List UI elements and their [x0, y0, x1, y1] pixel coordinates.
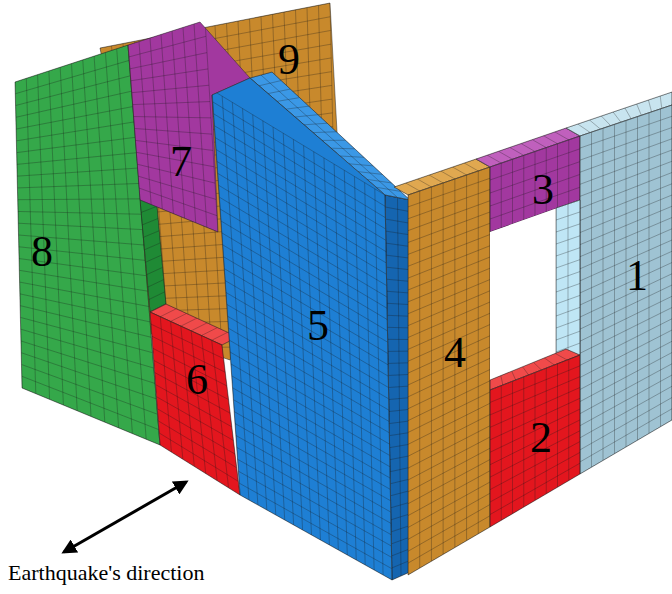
mesh-region: [140, 194, 166, 312]
region-outline: [408, 167, 490, 575]
callout-number: 3: [532, 168, 554, 212]
mesh-lines: [150, 312, 240, 495]
mesh-lines: [140, 194, 166, 312]
callout-number: 1: [626, 254, 648, 298]
callout-number: 4: [444, 331, 466, 375]
mesh-lines: [212, 90, 392, 580]
region-fill: [212, 78, 392, 580]
callout-number: 9: [278, 38, 300, 82]
region-outline: [490, 355, 580, 527]
earthquake-arrow: [64, 482, 186, 552]
callout-number: 7: [170, 140, 192, 184]
mesh-region: [150, 312, 240, 495]
mesh-region: [490, 355, 580, 527]
region-fill: [490, 355, 580, 527]
callout-number: 6: [186, 358, 208, 402]
mesh-region: [580, 105, 672, 474]
callout-number: 8: [31, 230, 53, 274]
region-outline: [556, 200, 580, 364]
region-fill: [556, 200, 580, 364]
mesh-lines: [580, 105, 672, 474]
region-outline: [140, 194, 166, 312]
callout-number: 5: [307, 304, 329, 348]
region-fill: [580, 105, 672, 474]
region-outline: [150, 312, 240, 495]
mesh-region: [212, 78, 392, 580]
mesh-lines: [408, 167, 490, 575]
mesh-region: [408, 167, 490, 575]
mesh-region: [556, 200, 580, 364]
caption-label: Earthquake's direction: [8, 562, 204, 584]
mesh-lines: [490, 355, 580, 527]
region-fill: [408, 167, 490, 575]
region-outline: [212, 78, 392, 580]
region-fill: [150, 312, 240, 495]
callout-number: 2: [530, 416, 552, 460]
mesh-lines: [556, 200, 580, 364]
region-outline: [580, 105, 672, 474]
region-fill: [140, 194, 166, 312]
